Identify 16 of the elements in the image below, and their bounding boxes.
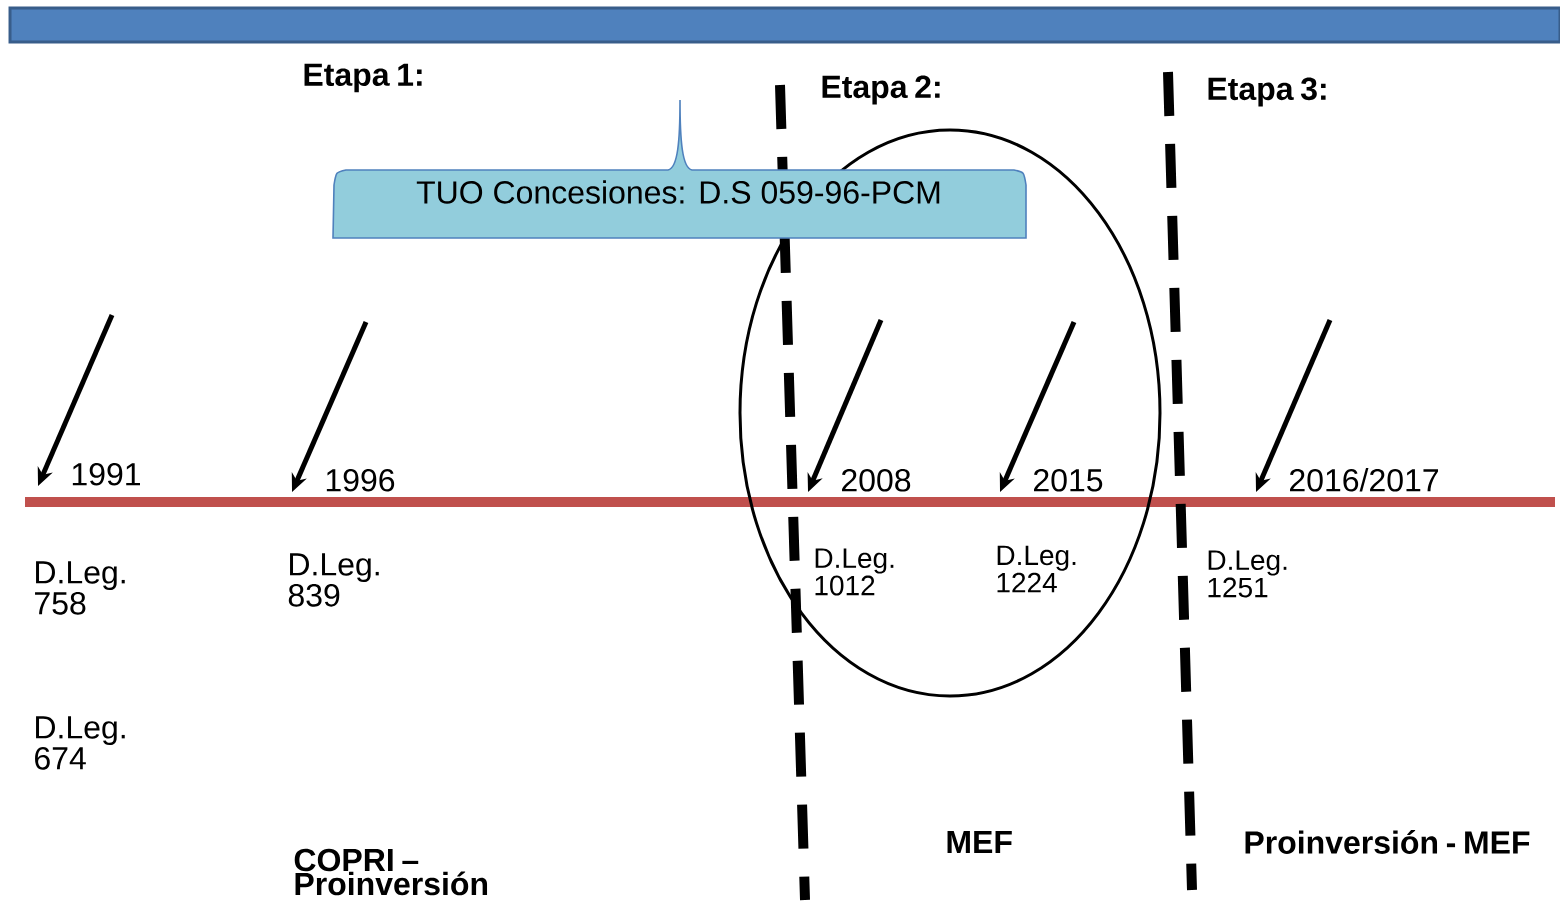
law-label: D.Leg. 758 bbox=[35, 561, 125, 615]
year-label: 1991 bbox=[72, 462, 140, 486]
law-label: D.Leg. 674 bbox=[35, 716, 125, 770]
stage-heading: Etapa 1: bbox=[304, 63, 422, 93]
year-label: 1996 bbox=[326, 468, 395, 492]
law-label: D.Leg. 1251 bbox=[1208, 550, 1287, 598]
year-label: 2008 bbox=[842, 468, 911, 492]
agency-label: COPRI – Proinversión bbox=[294, 848, 488, 896]
year-label: 2015 bbox=[1034, 468, 1103, 492]
stage-heading: Etapa 3: bbox=[1208, 77, 1326, 107]
agency-label: MEF bbox=[947, 831, 1012, 853]
law-label: D.Leg. 839 bbox=[288, 553, 379, 607]
law-label: D.Leg. 1012 bbox=[815, 548, 894, 596]
year-label: 2016/2017 bbox=[1290, 468, 1439, 492]
law-label: D.Leg. 1224 bbox=[997, 545, 1076, 593]
agency-label: Proinversión - MEF bbox=[1245, 830, 1530, 854]
